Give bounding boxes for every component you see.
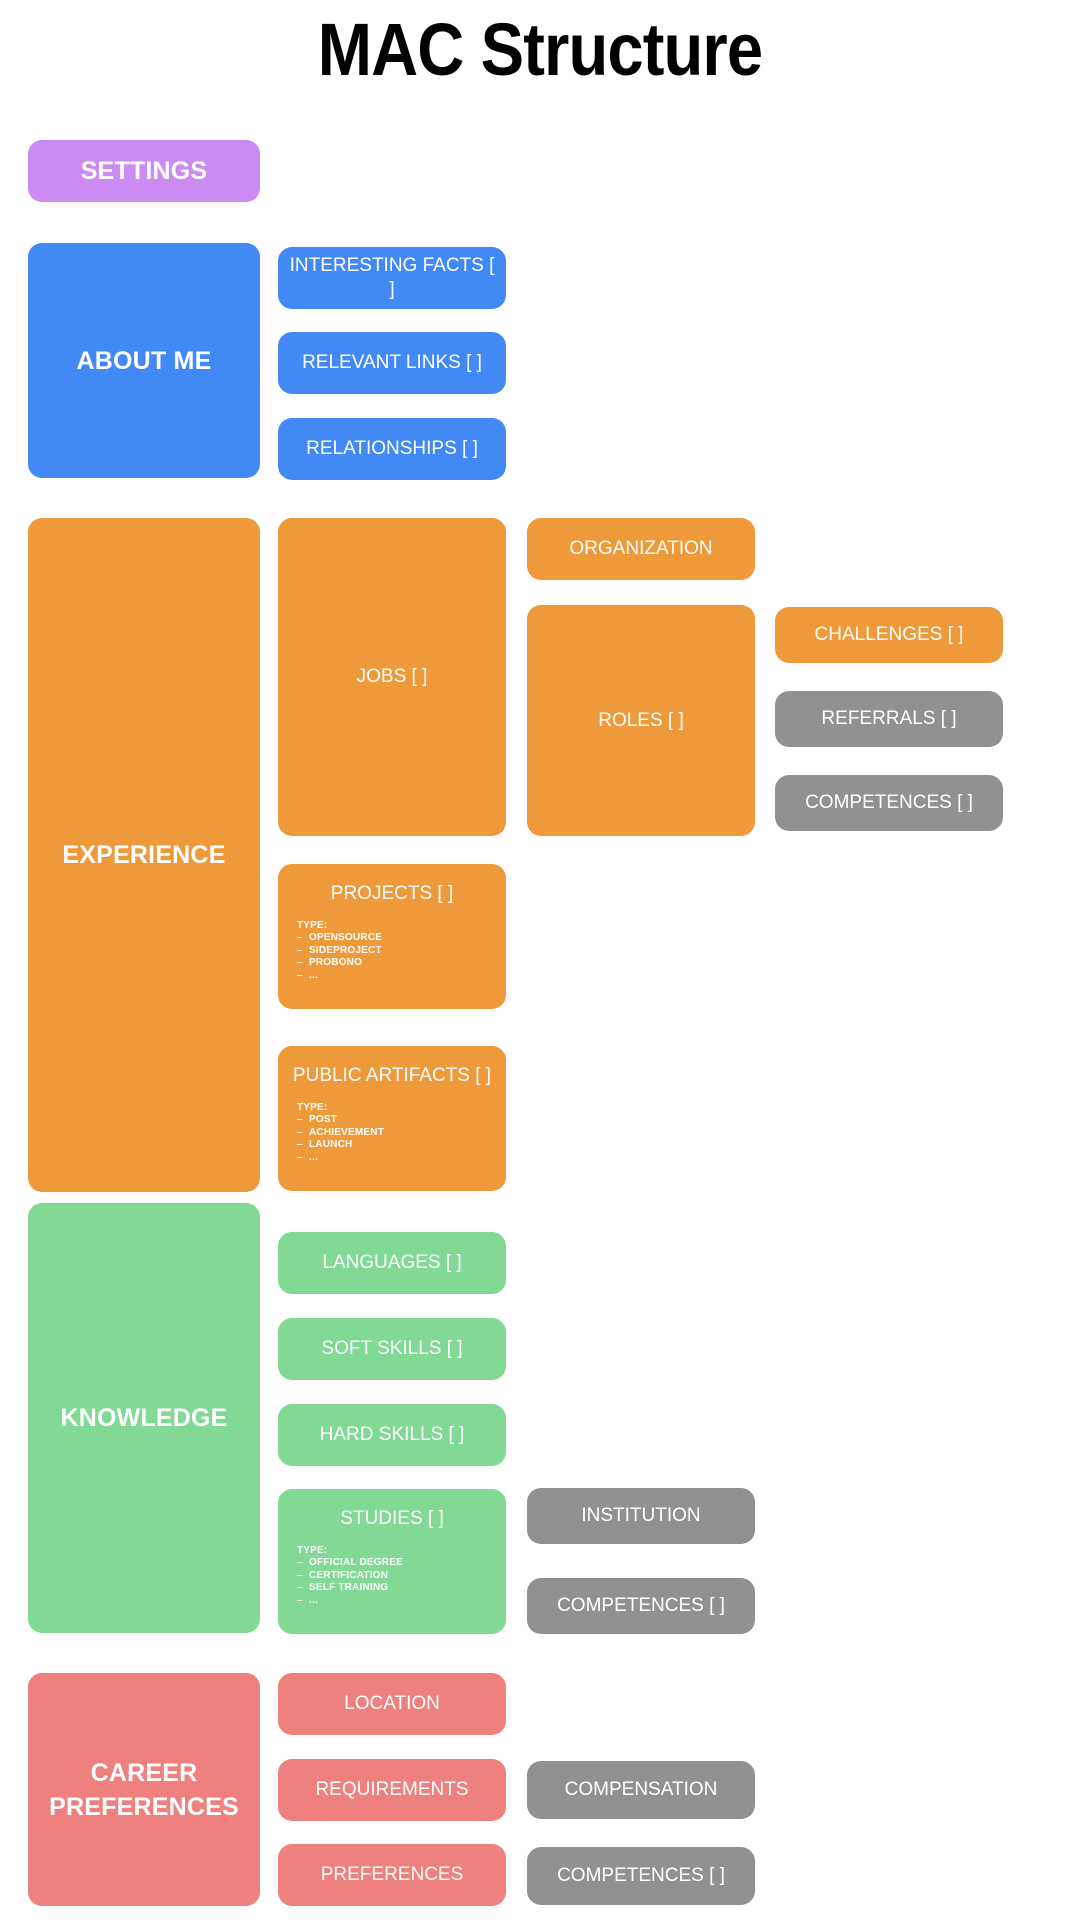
node-competences-career[interactable]: COMPETENCES [ ] [527,1847,755,1905]
node-studies-label: STUDIES [ ] [340,1508,444,1529]
list-item: –SIDEPROJECT [297,944,382,956]
list-item: –LAUNCH [297,1139,353,1150]
list-item: –... [297,969,318,981]
list-item: –PROBONO [297,957,363,968]
node-relationships-label: RELATIONSHIPS [ ] [306,438,478,459]
node-challenges-label: CHALLENGES [ ] [814,624,964,645]
list-item: –OPENSOURCE [297,932,383,943]
node-career-preferences-label-line1: CAREER [90,1758,198,1787]
node-public-artifacts-type-list: –POST –ACHIEVEMENT –LAUNCH –... [278,1114,506,1164]
node-settings[interactable]: SETTINGS [28,140,260,202]
node-challenges[interactable]: CHALLENGES [ ] [775,607,1003,663]
node-requirements[interactable]: REQUIREMENTS [278,1759,506,1821]
node-location-label: LOCATION [344,1693,440,1714]
list-item: –... [297,1594,318,1606]
page-title: MAC Structure [317,8,763,91]
node-roles-label: ROLES [ ] [598,709,684,731]
node-competences-career-label: COMPETENCES [ ] [557,1865,725,1886]
node-experience-label: EXPERIENCE [62,841,226,869]
node-organization[interactable]: ORGANIZATION [527,518,755,580]
node-projects[interactable]: PROJECTS [ ] TYPE: –OPENSOURCE –SIDEPROJ… [278,864,506,1009]
node-relevant-links[interactable]: RELEVANT LINKS [ ] [278,332,506,394]
node-public-artifacts-type-label: TYPE: [297,1102,328,1113]
node-public-artifacts-label: PUBLIC ARTIFACTS [ ] [292,1065,492,1086]
node-experience[interactable]: EXPERIENCE [28,518,260,1192]
node-compensation[interactable]: COMPENSATION [527,1761,755,1819]
node-roles[interactable]: ROLES [ ] [527,605,755,836]
node-location[interactable]: LOCATION [278,1673,506,1735]
node-languages-label: LANGUAGES [ ] [322,1252,462,1273]
list-item: –ACHIEVEMENT [297,1126,384,1138]
node-studies-type-label: TYPE: [297,1545,328,1556]
node-soft-skills[interactable]: SOFT SKILLS [ ] [278,1318,506,1380]
node-relevant-links-label: RELEVANT LINKS [ ] [302,352,482,373]
list-item: –CERTIFICATION [297,1569,389,1581]
node-compensation-label: COMPENSATION [564,1779,718,1800]
node-jobs[interactable]: JOBS [ ] [278,518,506,836]
node-studies-type-list: –OFFICIAL DEGREE –CERTIFICATION –SELF TR… [278,1557,506,1607]
node-requirements-label: REQUIREMENTS [315,1779,469,1800]
node-about-me[interactable]: ABOUT ME [28,243,260,478]
node-hard-skills-label: HARD SKILLS [ ] [319,1424,465,1445]
list-item: –OFFICIAL DEGREE [297,1557,403,1568]
node-institution-label: INSTITUTION [581,1505,701,1526]
node-referrals[interactable]: REFERRALS [ ] [775,691,1003,747]
node-projects-label: PROJECTS [ ] [330,883,454,904]
node-preferences-label: PREFERENCES [320,1864,464,1885]
node-hard-skills[interactable]: HARD SKILLS [ ] [278,1404,506,1466]
node-relationships[interactable]: RELATIONSHIPS [ ] [278,418,506,480]
list-item: –POST [297,1114,338,1125]
node-jobs-label: JOBS [ ] [356,666,428,687]
list-item: –SELF TRAINING [297,1582,389,1593]
node-competences-experience-label: COMPETENCES [ ] [805,792,973,813]
node-interesting-facts[interactable]: INTERESTING FACTS [ ] [278,247,506,309]
node-organization-label: ORGANIZATION [569,538,713,559]
node-interesting-facts-label: INTERESTING FACTS [ ] [289,255,495,300]
node-languages[interactable]: LANGUAGES [ ] [278,1232,506,1294]
node-studies[interactable]: STUDIES [ ] TYPE: –OFFICIAL DEGREE –CERT… [278,1489,506,1634]
node-knowledge-label: KNOWLEDGE [60,1404,228,1432]
node-career-preferences-label-line2: PREFERENCES [49,1792,239,1821]
node-soft-skills-label: SOFT SKILLS [ ] [321,1338,463,1359]
node-institution[interactable]: INSTITUTION [527,1488,755,1544]
node-knowledge[interactable]: KNOWLEDGE [28,1203,260,1633]
node-public-artifacts[interactable]: PUBLIC ARTIFACTS [ ] TYPE: –POST –ACHIEV… [278,1046,506,1191]
node-about-me-label: ABOUT ME [76,346,212,375]
node-preferences[interactable]: PREFERENCES [278,1844,506,1906]
node-settings-label: SETTINGS [80,157,208,185]
node-competences-experience[interactable]: COMPETENCES [ ] [775,775,1003,831]
node-competences-knowledge[interactable]: COMPETENCES [ ] [527,1578,755,1634]
node-projects-type-label: TYPE: [297,920,328,931]
node-career-preferences[interactable]: CAREER PREFERENCES [28,1673,260,1906]
list-item: –... [297,1151,318,1163]
node-referrals-label: REFERRALS [ ] [821,708,957,729]
node-competences-knowledge-label: COMPETENCES [ ] [557,1595,725,1616]
node-projects-type-list: –OPENSOURCE –SIDEPROJECT –PROBONO –... [278,932,506,982]
